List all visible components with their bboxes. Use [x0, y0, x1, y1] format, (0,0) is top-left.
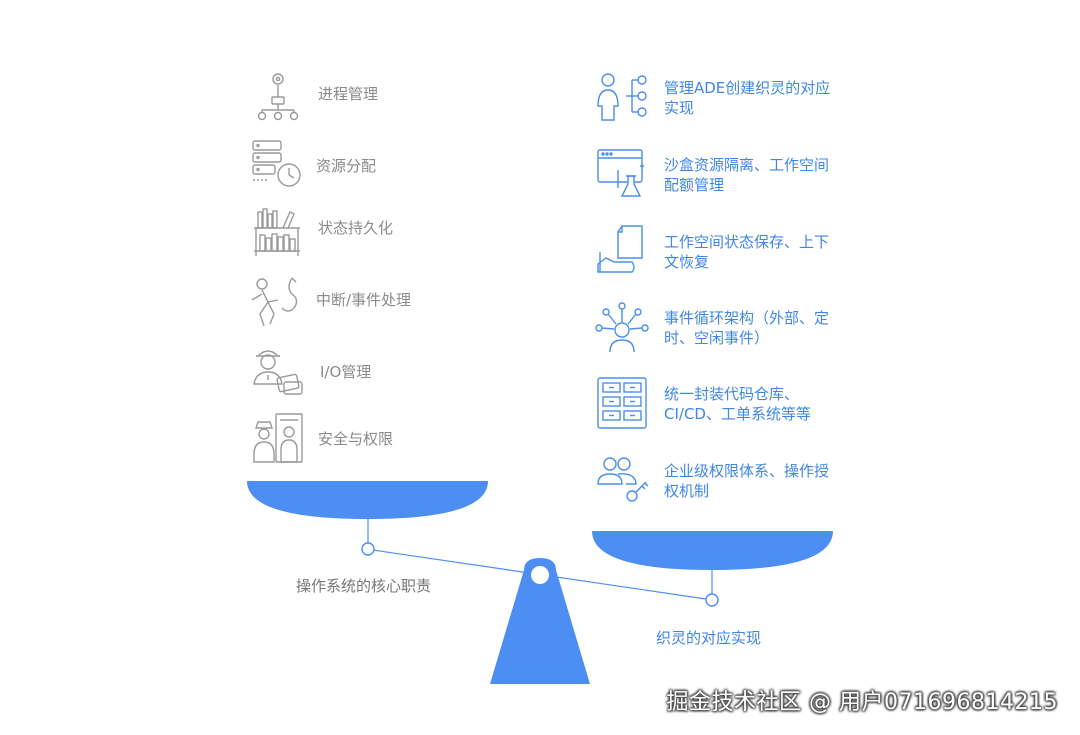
stand-knob	[531, 566, 549, 584]
process-tree-icon	[252, 70, 304, 122]
right-pan	[592, 531, 833, 570]
right-item-label: 事件循环架构（外部、定时、空闲事件）	[664, 309, 830, 347]
left-item-label: 状态持久化	[318, 219, 394, 237]
worker-io-icon	[250, 344, 306, 400]
right-item-label: 企业级权限体系、操作授权机制	[664, 462, 830, 500]
bookshelf-icon	[250, 204, 306, 258]
left-item-label: 中断/事件处理	[316, 291, 412, 309]
users-key-icon	[596, 452, 652, 508]
left-caption: 操作系统的核心职责	[296, 577, 432, 595]
right-item-label: 管理ADE创建织灵的对应实现	[664, 79, 831, 117]
event-loop-icon	[594, 300, 652, 356]
right-item-label: 统一封装代码仓库、CI/CD、工单系统等等	[664, 385, 811, 423]
interrupt-runner-icon	[248, 274, 306, 330]
left-item-label: 进程管理	[318, 85, 379, 103]
watermark-text: 掘金技术社区 @ 用户071696814215	[666, 690, 1058, 715]
sandbox-flask-icon	[596, 146, 650, 200]
right-item-label: 沙盒资源隔离、工作空间配额管理	[664, 156, 830, 194]
right-pivot	[705, 593, 719, 607]
left-item-label: 资源分配	[316, 157, 377, 175]
left-pivot	[361, 542, 375, 556]
right-caption: 织灵的对应实现	[656, 629, 762, 647]
document-save-icon	[596, 222, 650, 278]
left-item-label: 安全与权限	[318, 430, 394, 448]
right-item-label: 工作空间状态保存、上下文恢复	[664, 233, 830, 271]
security-guard-icon	[250, 410, 306, 466]
left-pan	[247, 481, 488, 519]
server-clock-icon	[250, 138, 306, 190]
cabinet-grid-icon	[596, 376, 650, 430]
user-tree-icon	[596, 70, 650, 124]
left-item-label: I/O管理	[320, 363, 372, 381]
scale-stand	[490, 558, 590, 684]
